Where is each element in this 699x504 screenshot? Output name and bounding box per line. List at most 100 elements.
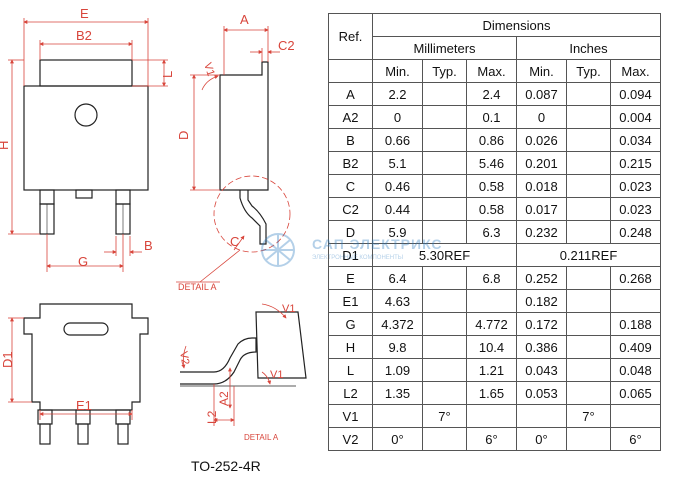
in-value-cell: 0.017 [516, 197, 567, 221]
table-row: V1 7° 7° [328, 404, 661, 428]
mounting-hole [74, 103, 98, 127]
mm-value-cell: 2.4 [466, 82, 517, 106]
in-value-cell: 0.172 [516, 312, 567, 336]
in-value-cell: 0.018 [516, 174, 567, 198]
in-value-cell: 0 [516, 105, 567, 129]
top-tab [39, 59, 133, 87]
in-value-cell [566, 220, 611, 244]
in-value-cell: 7° [566, 404, 611, 428]
label-detail-a-bottom: DETAIL A [244, 433, 279, 442]
package-drawing: E B2 L H G B A C2 V1 D C DETAIL A [0, 6, 307, 445]
label-V2: V2 [177, 350, 191, 365]
in-value-cell: 0.053 [516, 381, 567, 405]
label-B2: B2 [76, 28, 92, 43]
label-D: D [176, 131, 191, 140]
ref-cell: D [328, 220, 373, 244]
label-L: L [160, 71, 175, 78]
mm-value-cell [466, 289, 517, 313]
mm-value-cell: 0.1 [466, 105, 517, 129]
mm-value-cell: 0 [372, 105, 423, 129]
mm-span-cell: 5.30REF [372, 243, 517, 267]
mm-value-cell: 6.4 [372, 266, 423, 290]
sub-header: Max. [610, 59, 661, 83]
side-view-labels: A C2 V1 D C DETAIL A [176, 12, 295, 292]
ref-cell: V2 [328, 427, 373, 451]
mm-value-cell [422, 151, 467, 175]
in-value-cell: 0.048 [610, 358, 661, 382]
top-view-labels: E B2 L H G B [0, 6, 175, 269]
in-value-cell: 0.268 [610, 266, 661, 290]
mm-value-cell [422, 358, 467, 382]
side-view-dimensions [176, 26, 280, 283]
mm-value-cell [466, 404, 517, 428]
mm-value-cell [422, 266, 467, 290]
ref-cell: B2 [328, 151, 373, 175]
in-value-cell: 0° [516, 427, 567, 451]
mm-value-cell: 6.8 [466, 266, 517, 290]
in-value-cell [610, 404, 661, 428]
mm-value-cell: 1.65 [466, 381, 517, 405]
in-span-cell: 0.211REF [516, 243, 661, 267]
label-G: G [78, 254, 88, 269]
mm-value-cell: 0.46 [372, 174, 423, 198]
label-D1: D1 [0, 351, 15, 368]
bottom-view-dimensions [8, 317, 133, 420]
in-value-cell [566, 266, 611, 290]
in-value-cell: 0.023 [610, 174, 661, 198]
side-view [213, 61, 291, 253]
label-E: E [80, 6, 89, 21]
ref-cell: V1 [328, 404, 373, 428]
in-value-cell [610, 289, 661, 313]
mm-value-cell: 7° [422, 404, 467, 428]
mm-value-cell: 6.3 [466, 220, 517, 244]
ref-cell: C2 [328, 197, 373, 221]
sub-header: Min. [516, 59, 567, 83]
in-value-cell [566, 105, 611, 129]
detail-a-dimensions [181, 303, 287, 426]
in-value-cell: 0.087 [516, 82, 567, 106]
mm-value-cell: 0.66 [372, 128, 423, 152]
mm-value-cell: 5.46 [466, 151, 517, 175]
in-value-cell [566, 128, 611, 152]
label-C2: C2 [278, 38, 295, 53]
ref-cell: B [328, 128, 373, 152]
label-A: A [240, 12, 249, 27]
bottom-body [23, 303, 149, 411]
mm-value-cell: 0.44 [372, 197, 423, 221]
ref-cell: G [328, 312, 373, 336]
ref-cell: H [328, 335, 373, 359]
unit-header-in: Inches [516, 36, 661, 60]
label-V1: V1 [201, 61, 217, 78]
in-value-cell [566, 381, 611, 405]
mm-value-cell: 0.86 [466, 128, 517, 152]
in-value-cell: 0.201 [516, 151, 567, 175]
in-value-cell: 0.026 [516, 128, 567, 152]
label-C: C [230, 234, 239, 249]
sub-header: Typ. [566, 59, 611, 83]
mm-value-cell: 0° [372, 427, 423, 451]
sub-header: Max. [466, 59, 517, 83]
in-value-cell [566, 358, 611, 382]
lead-root-right [115, 189, 131, 205]
mm-value-cell: 4.772 [466, 312, 517, 336]
mm-value-cell [422, 82, 467, 106]
in-value-cell: 0.188 [610, 312, 661, 336]
unit-header-mm: Millimeters [372, 36, 517, 60]
in-value-cell [516, 404, 567, 428]
mm-value-cell: 10.4 [466, 335, 517, 359]
mm-value-cell [422, 312, 467, 336]
in-value-cell: 0.182 [516, 289, 567, 313]
mm-value-cell: 1.21 [466, 358, 517, 382]
mm-value-cell: 2.2 [372, 82, 423, 106]
lead-root-center [75, 189, 93, 199]
